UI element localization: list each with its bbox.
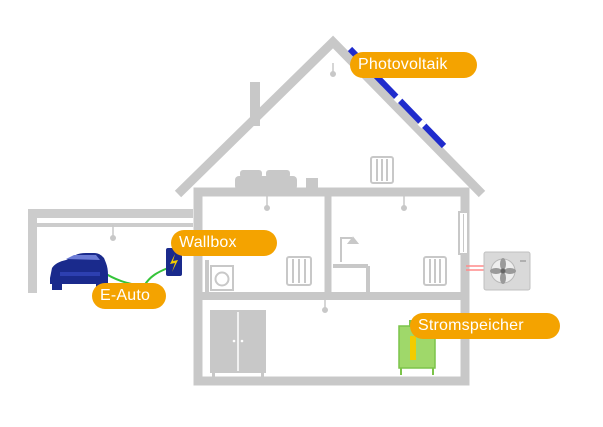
garage xyxy=(28,209,193,293)
radiator-icon xyxy=(286,256,312,286)
radiator-icon xyxy=(370,156,394,184)
bed-icon xyxy=(235,170,297,190)
window xyxy=(458,211,469,255)
heat-pump-icon xyxy=(466,251,531,291)
label-photovoltaik: Photovoltaik xyxy=(350,52,477,78)
label-stromspeicher: Stromspeicher xyxy=(410,313,560,339)
label-wallbox: Wallbox xyxy=(171,230,277,256)
house-outline xyxy=(174,35,486,386)
shower-icon xyxy=(340,236,360,262)
lamp-icon xyxy=(110,63,407,313)
car-icon xyxy=(50,253,108,290)
wardrobe-icon xyxy=(210,310,266,377)
label-e-auto: E-Auto xyxy=(92,283,166,309)
radiator-icon xyxy=(423,256,447,286)
washing-machine-icon xyxy=(210,265,234,291)
